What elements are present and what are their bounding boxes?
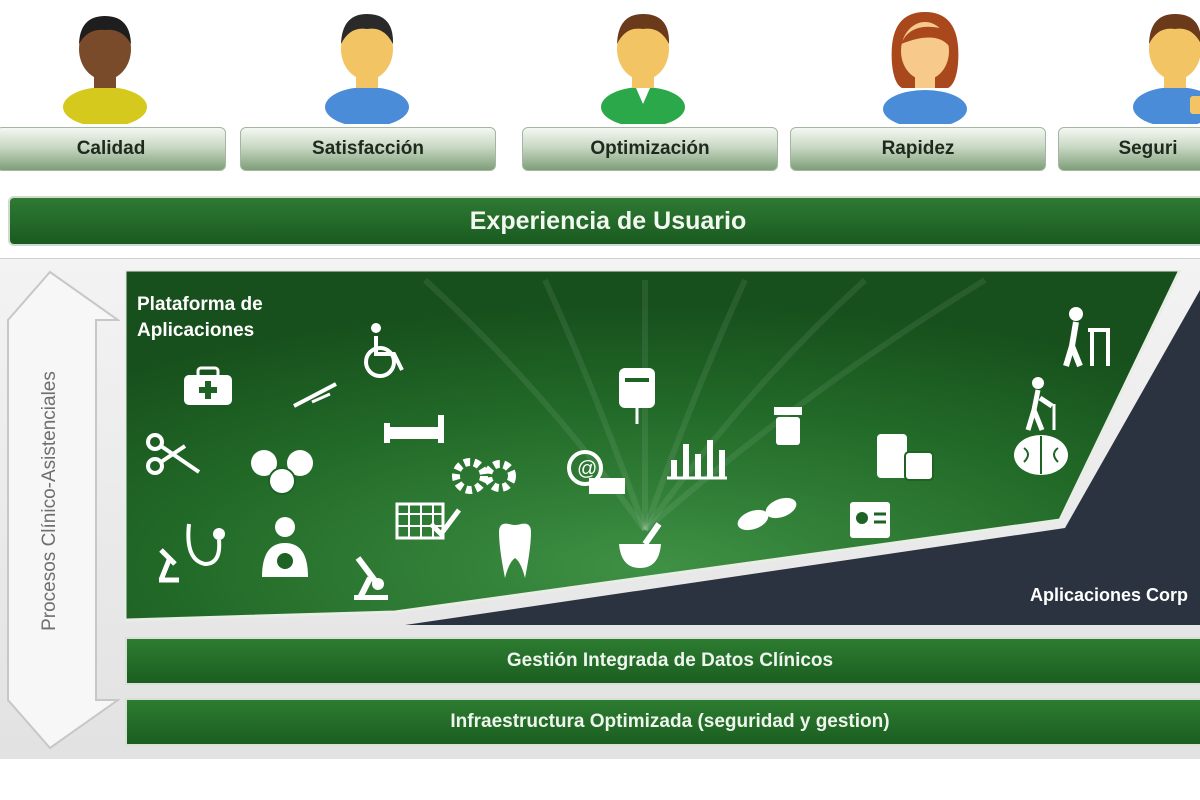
stethoscope-icon [158, 523, 225, 583]
jars-icon [877, 434, 934, 481]
id-card-icon [850, 502, 890, 538]
gears-icon [452, 458, 516, 494]
rapidez-persona-avatar [883, 12, 967, 124]
bar-chart-icon [667, 440, 727, 480]
svg-text:@: @ [577, 458, 597, 480]
email-search-icon: @ [567, 450, 625, 494]
aplicaciones-corporativas-label: Aplicaciones Corp [1030, 585, 1189, 605]
calidad-persona-avatar [63, 16, 147, 124]
optimizacion-label: Optimización [522, 127, 778, 171]
medicine-bottle-icon [774, 407, 802, 445]
seguridad-persona-avatar [1133, 14, 1200, 124]
gestion-datos-clinicos-bar: Gestión Integrada de Datos Clínicos [125, 637, 1200, 685]
satisfaccion-persona-avatar [325, 14, 409, 124]
platform-title-line1: Plataforma de [137, 294, 263, 315]
calendar-icon [395, 502, 461, 540]
pills-icon [251, 450, 313, 495]
experiencia-usuario-bar: Experiencia de Usuario [8, 196, 1200, 246]
iv-bag-icon [619, 368, 655, 424]
platform-title: Plataforma de Aplicaciones [137, 292, 317, 344]
infraestructura-bar: Infraestructura Optimizada (seguridad y … [125, 698, 1200, 746]
tooth-icon [499, 523, 531, 578]
first-aid-kit-icon [184, 366, 232, 405]
procesos-double-arrow [7, 270, 120, 750]
procesos-label: Procesos Clínico-Asistenciales [39, 371, 60, 631]
calidad-label: Calidad [0, 127, 226, 171]
optimizacion-persona-avatar [601, 14, 685, 124]
rapidez-label: Rapidez [790, 127, 1046, 171]
hospital-bed-icon [384, 415, 444, 443]
elderly-walker-icon [1063, 307, 1110, 368]
capsules-icon [737, 497, 797, 531]
mortar-pestle-icon [619, 522, 662, 568]
scalpel-icon [293, 382, 337, 408]
elderly-cane-icon [1025, 377, 1056, 431]
nurse-icon [262, 517, 308, 577]
brain-icon [1014, 435, 1068, 475]
wheelchair-icon [364, 323, 404, 378]
satisfaccion-label: Satisfacción [240, 127, 496, 171]
seguridad-label: Seguri [1058, 127, 1200, 171]
platform-title-line2: Aplicaciones [137, 320, 255, 341]
scissors-icon [146, 433, 201, 475]
microscope-icon [354, 556, 388, 600]
